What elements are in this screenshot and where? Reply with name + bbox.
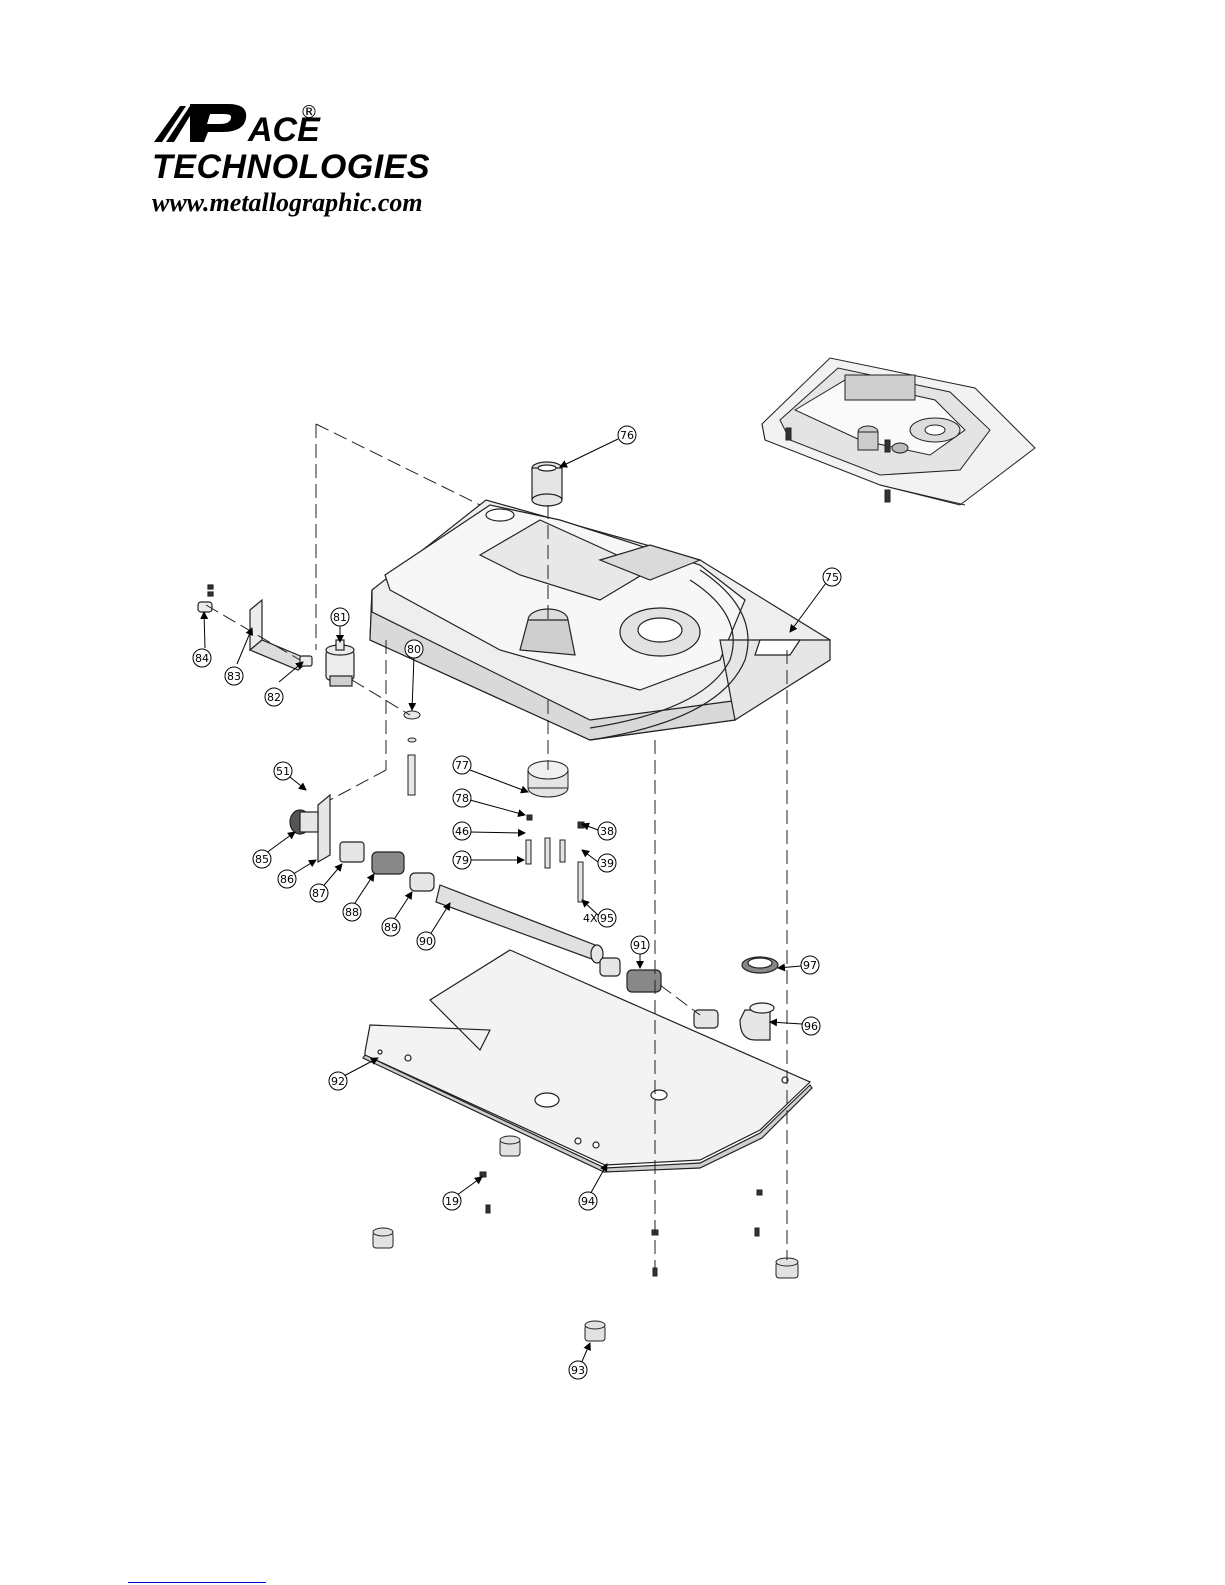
svg-text:96: 96 xyxy=(804,1020,818,1033)
callout-82: 82 xyxy=(265,688,283,706)
svg-text:38: 38 xyxy=(600,825,614,838)
callout-86: 86 xyxy=(278,870,296,888)
svg-text:77: 77 xyxy=(455,759,469,772)
svg-text:46: 46 xyxy=(455,825,469,838)
svg-text:75: 75 xyxy=(825,571,839,584)
callout-38: 38 xyxy=(598,822,616,840)
callout-92: 92 xyxy=(329,1072,347,1090)
motor-mount-part-77 xyxy=(526,761,584,902)
quantity-note: 4X xyxy=(583,912,598,925)
svg-text:81: 81 xyxy=(333,611,347,624)
callout-96: 96 xyxy=(802,1017,820,1035)
svg-text:82: 82 xyxy=(267,691,281,704)
callout-97: 97 xyxy=(801,956,819,974)
callout-88: 88 xyxy=(343,903,361,921)
nozzle-part-76 xyxy=(532,462,562,506)
callout-75: 75 xyxy=(823,568,841,586)
svg-text:39: 39 xyxy=(600,857,614,870)
callout-84: 84 xyxy=(193,649,211,667)
callout-85: 85 xyxy=(253,850,271,868)
svg-text:95: 95 xyxy=(600,912,614,925)
svg-text:92: 92 xyxy=(331,1075,345,1088)
feet-part-93 xyxy=(373,1136,798,1341)
svg-text:87: 87 xyxy=(312,887,326,900)
svg-text:89: 89 xyxy=(384,921,398,934)
callout-46: 46 xyxy=(453,822,471,840)
svg-text:19: 19 xyxy=(445,1195,459,1208)
svg-text:80: 80 xyxy=(407,643,421,656)
callout-90: 90 xyxy=(417,932,435,950)
svg-text:94: 94 xyxy=(581,1195,595,1208)
svg-text:84: 84 xyxy=(195,652,209,665)
callout-78: 78 xyxy=(453,789,471,807)
top-housing-part-75 xyxy=(370,500,830,740)
callout-93: 93 xyxy=(569,1361,587,1379)
callout-94: 94 xyxy=(579,1192,597,1210)
svg-text:76: 76 xyxy=(620,429,634,442)
callout-79: 79 xyxy=(453,851,471,869)
callout-83: 83 xyxy=(225,667,243,685)
svg-text:78: 78 xyxy=(455,792,469,805)
svg-text:86: 86 xyxy=(280,873,294,886)
svg-text:83: 83 xyxy=(227,670,241,683)
svg-text:93: 93 xyxy=(571,1364,585,1377)
callout-87: 87 xyxy=(310,884,328,902)
callout-91: 91 xyxy=(631,936,649,954)
svg-text:97: 97 xyxy=(803,959,817,972)
callout-19: 19 xyxy=(443,1192,461,1210)
callout-80: 80 xyxy=(405,640,423,658)
callout-51: 51 xyxy=(274,762,292,780)
callout-76: 76 xyxy=(618,426,636,444)
callout-89: 89 xyxy=(382,918,400,936)
svg-text:51: 51 xyxy=(276,765,290,778)
svg-text:91: 91 xyxy=(633,939,647,952)
svg-text:88: 88 xyxy=(345,906,359,919)
callout-39: 39 xyxy=(598,854,616,872)
callout-95: 95 xyxy=(598,909,616,927)
base-plate-part-92 xyxy=(363,950,812,1172)
bolt-part-80 xyxy=(404,711,420,795)
callout-77: 77 xyxy=(453,756,471,774)
footer-link-rule xyxy=(128,1582,266,1583)
svg-text:90: 90 xyxy=(419,935,433,948)
callout-81: 81 xyxy=(331,608,349,626)
svg-text:85: 85 xyxy=(255,853,269,866)
assembled-view-inset xyxy=(762,358,1035,505)
valve-bracket-assembly xyxy=(198,585,354,686)
svg-text:79: 79 xyxy=(455,854,469,867)
